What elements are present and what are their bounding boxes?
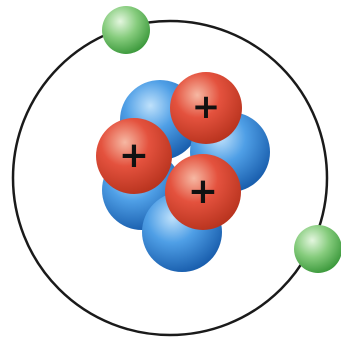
electron-orbit — [11, 19, 329, 337]
electron — [294, 225, 341, 273]
proton-charge-label: + — [119, 135, 149, 176]
electron — [102, 6, 150, 54]
proton: + — [96, 118, 172, 194]
proton: + — [170, 72, 242, 144]
nucleus: + + + — [96, 72, 270, 272]
proton: + — [165, 154, 241, 230]
proton-charge-label: + — [188, 171, 218, 212]
proton-charge-label: + — [192, 87, 221, 127]
